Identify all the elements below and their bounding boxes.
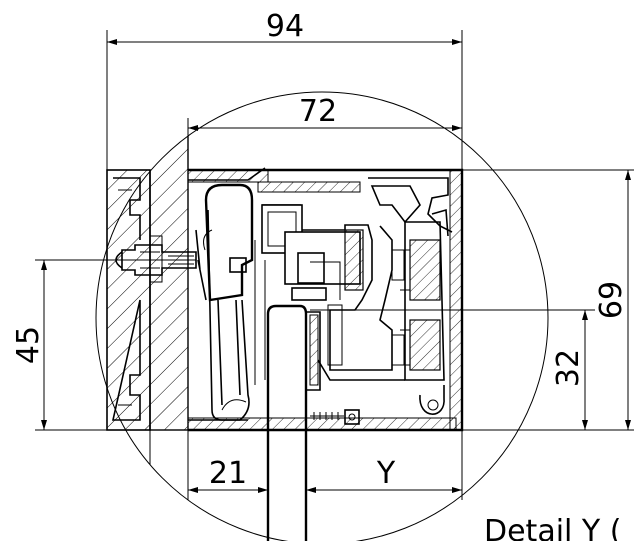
dim-width-inner: 72 bbox=[299, 94, 337, 129]
bolt bbox=[121, 244, 197, 276]
detail-circle bbox=[95, 91, 549, 541]
dim-bottom-right: Y bbox=[376, 456, 396, 491]
dim-height-left: 45 bbox=[11, 326, 46, 364]
door-leaf bbox=[266, 304, 308, 541]
dim-height-total: 69 bbox=[594, 281, 629, 319]
section-view bbox=[149, 92, 189, 541]
left-bracket bbox=[106, 169, 151, 431]
detail-caption: Detail Y ( bbox=[484, 514, 621, 541]
dim-width-total: 94 bbox=[266, 9, 304, 44]
dim-height-right: 32 bbox=[551, 349, 586, 387]
dim-bottom-left: 21 bbox=[209, 456, 247, 491]
